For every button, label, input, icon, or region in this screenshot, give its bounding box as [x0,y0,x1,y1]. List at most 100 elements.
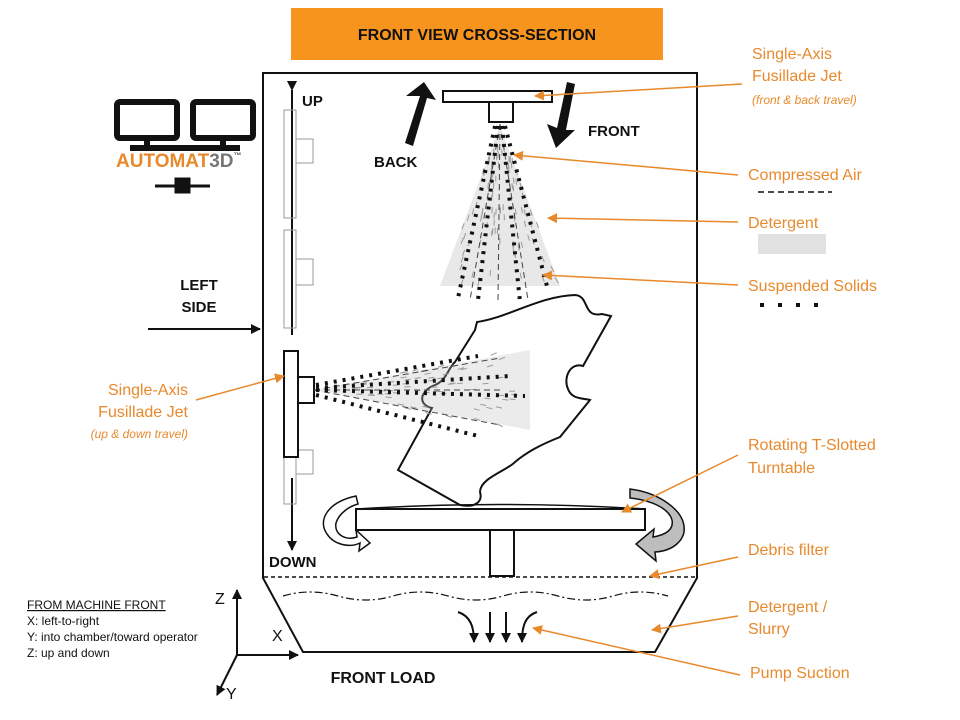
callout-pump-suction: Pump Suction [532,625,850,682]
detergent-mist-streak [385,396,392,399]
detergent-mist-streak [511,183,514,190]
axis-legend-header: FROM MACHINE FRONT [27,598,166,612]
detergent-mist-streak [460,237,464,244]
callout-side-jet: Single-Axis Fusillade Jet (up & down tra… [91,373,285,441]
detergent-mist-streak [449,382,456,384]
detergent-mist-streak [410,406,417,409]
detergent-mist-streak [520,206,524,214]
back-label: BACK [374,154,417,171]
left-side-label-2: SIDE [181,299,216,316]
axis-legend: FROM MACHINE FRONT X: left-to-right Y: i… [27,598,198,660]
side-jet-label-2: Fusillade Jet [98,404,188,421]
axis-x-label: X [272,628,283,645]
rotation-arrow-right-icon [629,488,685,563]
detergent-mist-streak [498,356,506,361]
detergent-mist-streak [437,377,444,380]
turntable-label-2: Turntable [748,460,815,477]
top-spray [440,123,560,303]
side-spray-detergent-cone [314,350,530,430]
detergent-mist-streak [489,269,492,276]
top-jet-label-1: Single-Axis [752,46,832,63]
detergent-mist-streak [424,372,431,375]
detergent-mist-streak [399,371,406,374]
slurry-level [282,591,669,601]
detergent-mist-streak [531,238,535,245]
left-side-label-1: LEFT [180,277,218,294]
detergent-mist-streak [397,403,405,406]
detergent-mist-streak [523,209,527,216]
suspended-solids-label: Suspended Solids [748,278,877,295]
slurry-label-2: Slurry [748,621,790,638]
detergent-mist-streak [422,405,429,409]
callout-detergent: Detergent [547,213,826,254]
back-arrow-icon [405,82,436,146]
detergent-mist-streak [445,414,453,418]
detergent-mist-streak [471,271,474,278]
detergent-mist-streak [404,407,412,410]
callout-compressed-air: Compressed Air [513,150,862,193]
detergent-mist-streak [508,156,510,163]
detergent-mist-streak [473,417,481,421]
detergent-mist-streak [517,244,520,251]
detergent-mist-streak [461,223,465,230]
axis-legend-x: X: left-to-right [27,614,100,628]
detergent-legend-swatch [758,234,826,254]
axis-triad-icon [216,589,299,696]
axis-y-label: Y [226,686,237,703]
top-jet-nozzle [442,90,553,123]
turntable [355,503,646,577]
detergent-mist-streak [400,376,407,379]
detergent-mist-streak [480,403,487,406]
detergent-mist-streak [437,364,445,368]
dual-monitor-icon [114,99,256,151]
axis-legend-y: Y: into chamber/toward operator [27,630,198,644]
detergent-mist-streak [425,412,432,415]
side-jet-nozzle [283,350,315,458]
detergent-mist-streak [456,382,463,385]
axis-z-label: Z [215,591,225,608]
front-arrow-icon [547,82,575,148]
callout-debris-filter: Debris filter [649,542,830,579]
detergent-mist-streak [466,214,470,221]
detergent-mist-streak [510,162,513,169]
detergent-mist-streak [535,221,540,229]
detergent-mist-streak [554,277,559,284]
pump-suction-label: Pump Suction [750,665,850,682]
detergent-mist-streak [519,272,522,279]
detergent-mist-streak [412,369,419,372]
title-text: FRONT VIEW CROSS-SECTION [358,27,596,44]
detergent-mist-streak [442,373,449,376]
detergent-mist-streak [457,367,465,370]
detergent-mist-streak [508,166,510,173]
detergent-mist-streak [484,397,491,400]
detergent-mist-streak [527,234,530,241]
detergent-mist-streak [428,376,435,379]
side-jet-sublabel: (up & down travel) [91,427,188,441]
rotation-arrow-left-icon [322,495,372,553]
logo-wordmark: AUTOMAT3D™ [116,151,242,172]
detergent-mist-streak [514,208,517,215]
logo-base-icon [155,177,210,194]
callout-suspended-solids: Suspended Solids [542,270,877,307]
turntable-label-1: Rotating T-Slotted [748,437,876,454]
front-load-label: FRONT LOAD [331,670,436,687]
detergent-mist-streak [515,178,518,185]
detergent-mist-streak [512,185,515,192]
detergent-mist-streak [473,408,480,411]
front-label: FRONT [588,123,640,140]
detergent-mist-streak [529,209,533,216]
detergent-mist-streak [550,265,555,273]
axis-legend-z: Z: up and down [27,646,110,660]
chamber-outline [262,72,698,653]
detergent-mist-streak [460,367,468,371]
detergent-mist-streak [509,156,512,163]
detergent-mist-streak [471,208,475,215]
detergent-mist-streak [509,398,516,401]
callout-top-jet: Single-Axis Fusillade Jet (front & back … [534,46,857,107]
title-banner: FRONT VIEW CROSS-SECTION [291,8,663,60]
detergent-mist-streak [502,398,509,401]
side-spray [313,350,530,438]
detergent-mist-streak [512,177,515,184]
top-jet-label-2: Fusillade Jet [752,68,842,85]
